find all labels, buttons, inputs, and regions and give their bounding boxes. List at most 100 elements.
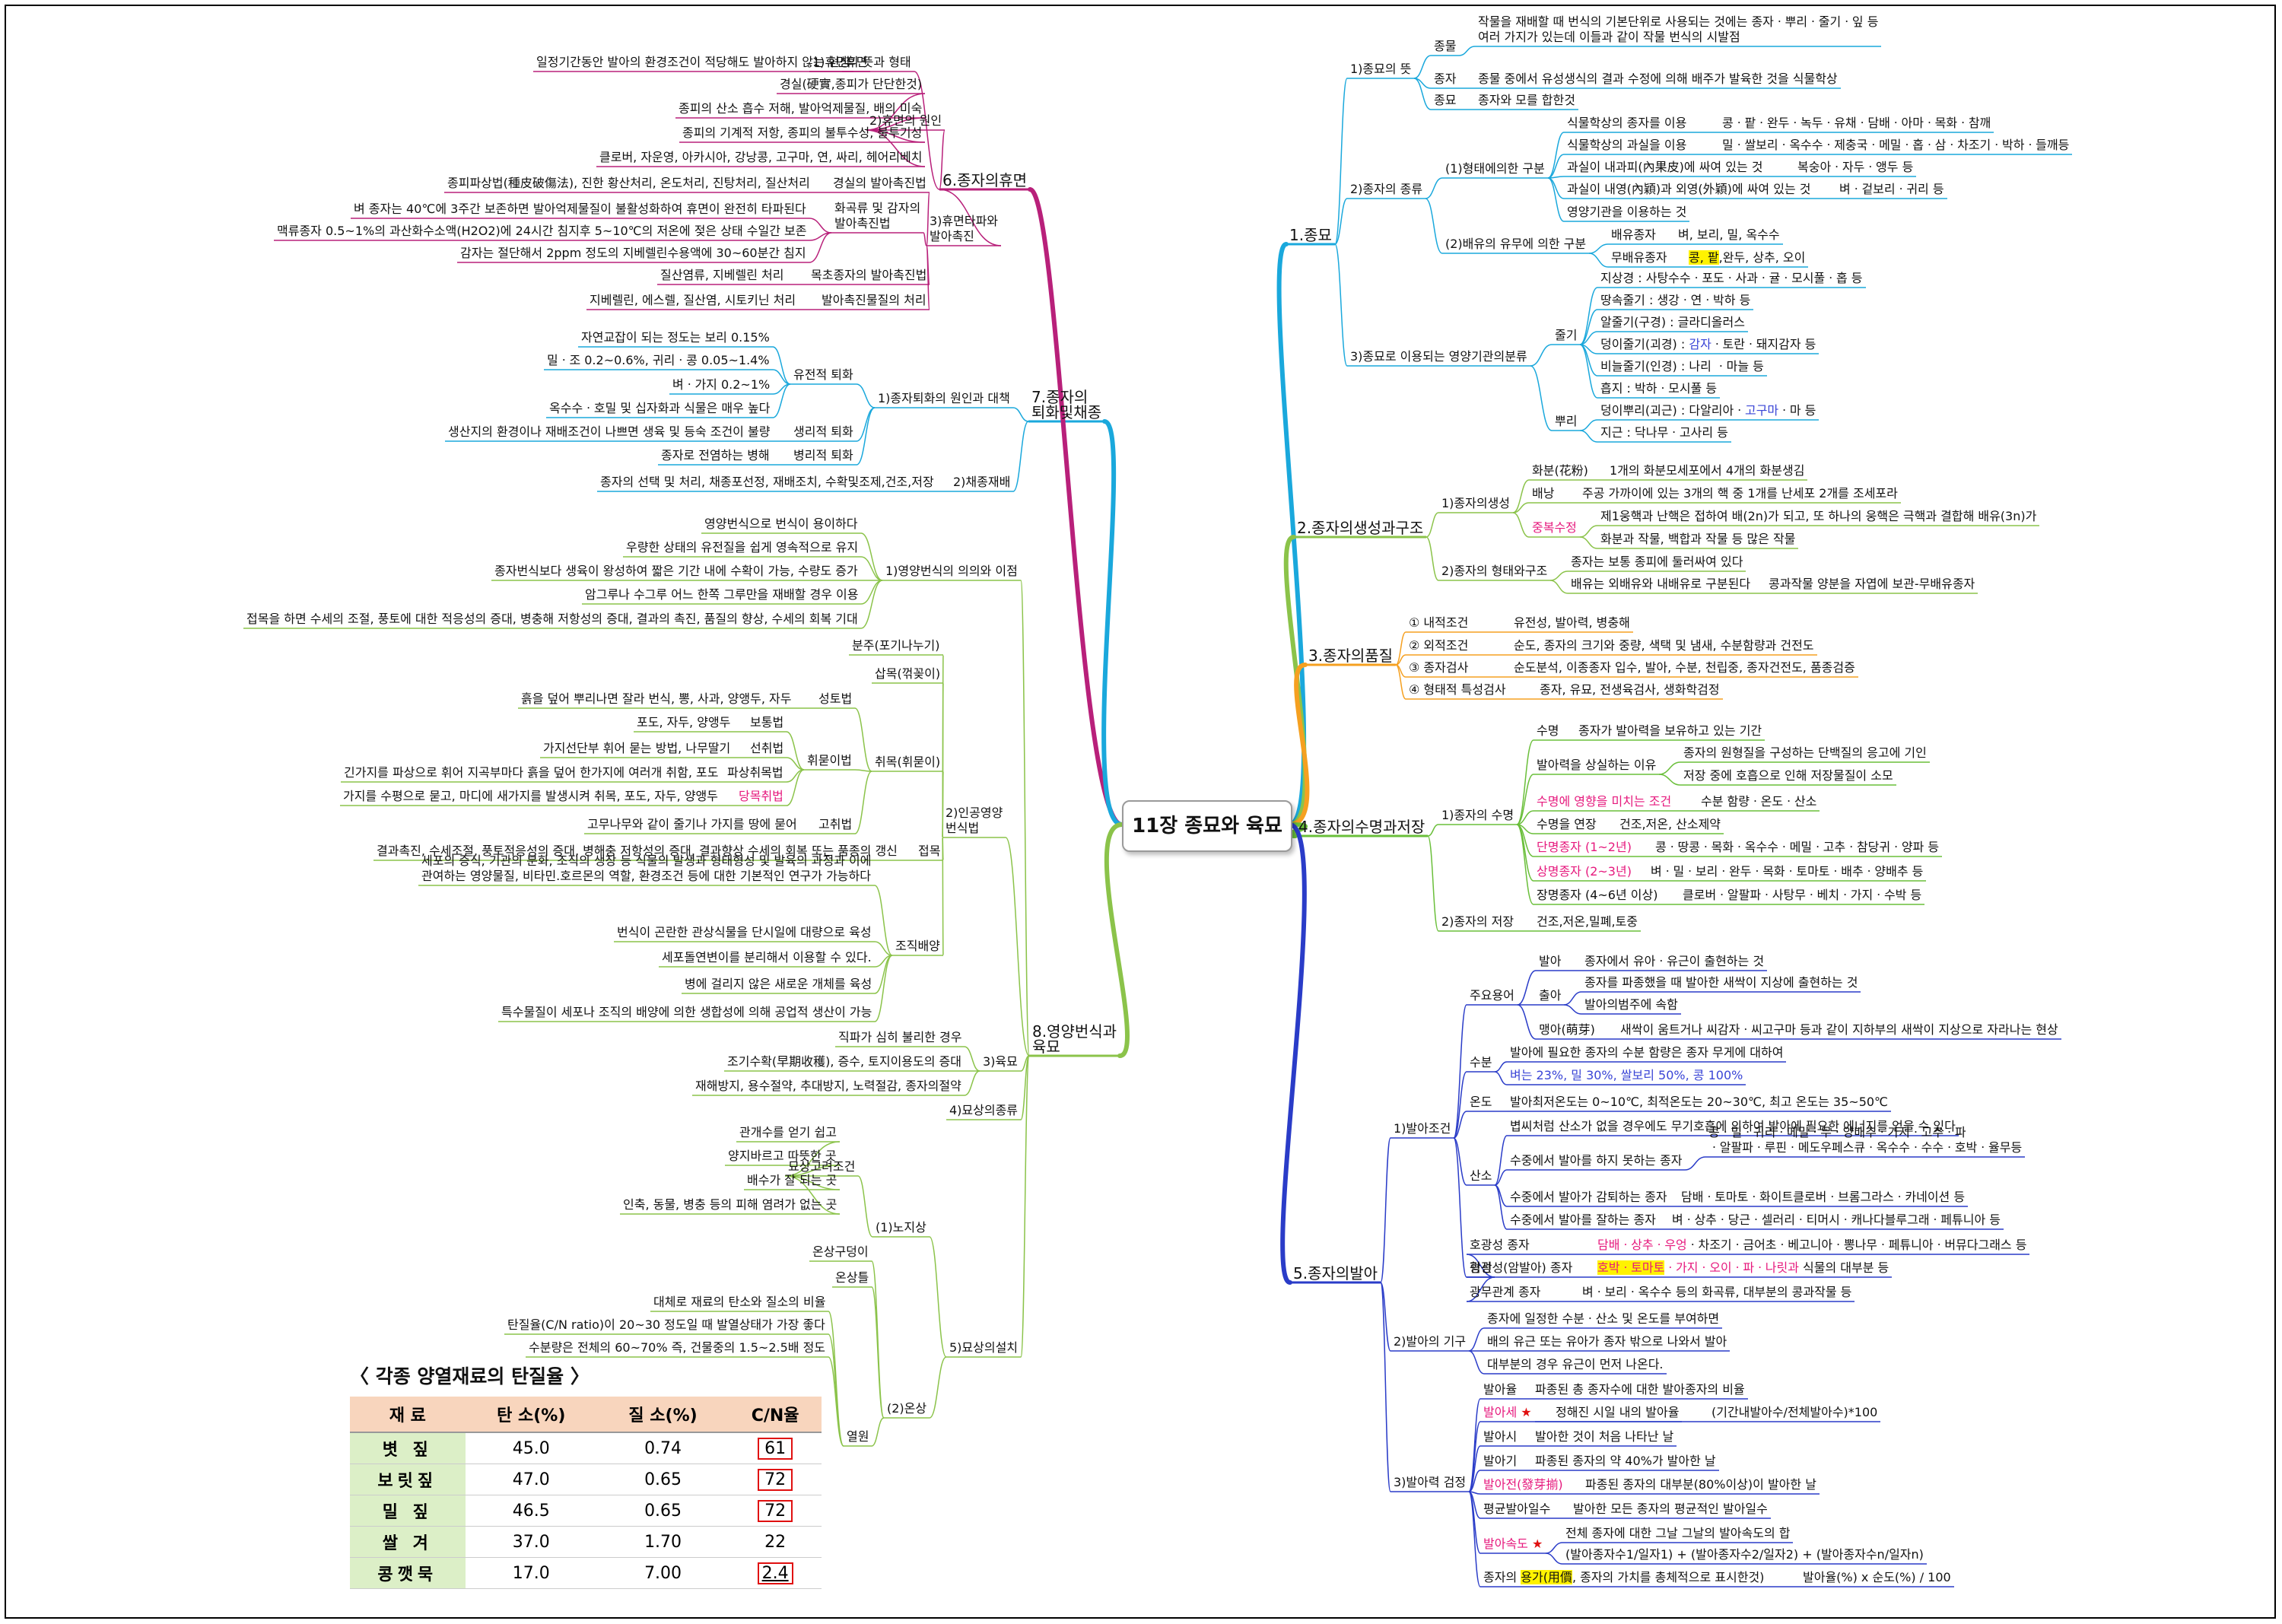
mind-map-node[interactable]: 고무나무와 같이 줄기나 가지를 땅에 묻어 [587,817,797,831]
mind-map-node[interactable]: 수중에서 발아를 잘하는 종자 [1510,1212,1656,1227]
mind-map-node[interactable]: 대체로 재료의 탄소와 질소의 비율 [653,1295,826,1309]
mind-map-node[interactable]: 가지선단부 휘어 묻는 방법, 나무딸기 [543,741,731,755]
mind-map-node[interactable]: (기간내발아수/전체발아수)*100 [1712,1405,1878,1419]
mind-map-node[interactable]: 5.종자의발아 [1293,1264,1378,1282]
mind-map-node[interactable]: ① 내적조건 [1409,615,1469,630]
mind-map-node[interactable]: 벼는 23%, 밀 30%, 쌀보리 50%, 콩 100% [1510,1068,1743,1082]
mind-map-node[interactable]: ④ 형태적 특성검사 [1409,682,1506,697]
mind-map-node[interactable]: 지상경 : 사탕수수ㆍ포도ㆍ사과ㆍ귤ㆍ모시풀ㆍ홉 등 [1600,271,1863,285]
mind-map-node[interactable]: 1)종묘의 뜻 [1350,62,1412,76]
mind-map-node[interactable]: 순도분석, 이종종자 입수, 발아, 수분, 천립중, 종자건전도, 품종검증 [1514,660,1855,675]
mind-map-node[interactable]: 종물 [1434,39,1457,53]
mind-map-node[interactable]: 벼 종자는 40℃에 3주간 보존하면 발아억제물질이 불활성화하여 휴면이 완… [354,202,806,216]
mind-map-node[interactable]: 새싹이 움트거나 씨감자ㆍ씨고구마 등과 같이 지하부의 새싹이 지상으로 자라… [1620,1022,2058,1037]
mind-map-node[interactable]: 단명종자 (1~2년) [1537,840,1632,854]
mind-map-node[interactable]: 평균발아일수 [1483,1502,1551,1516]
mind-map-node[interactable]: 산소 [1470,1168,1492,1183]
mind-map-node[interactable]: 발아시 [1483,1429,1518,1444]
mind-map-node[interactable]: 벼ㆍ겉보리ㆍ귀리 등 [1839,182,1944,196]
mind-map-node[interactable]: (1)노지상 [876,1220,926,1235]
mind-map-node[interactable]: 선취법 [750,741,784,755]
mind-map-node[interactable]: 광선 [1470,1260,1492,1275]
mind-map-node[interactable]: 발아세 ★ [1483,1405,1532,1419]
mind-map-node[interactable]: 호박ㆍ토마토ㆍ가지ㆍ오이ㆍ파ㆍ나릿과 식물의 대부분 등 [1597,1260,1889,1275]
mind-map-node[interactable]: 온상구덩이 [812,1244,869,1259]
mind-map-node[interactable]: 지베렐린, 에스렐, 질산염, 시토키닌 처리 [590,293,796,307]
mind-map-node[interactable]: 발아촉진물질의 처리 [822,293,926,307]
mind-map-node[interactable]: 벼ㆍ밀ㆍ보리ㆍ완두ㆍ목화ㆍ토마토ㆍ배추ㆍ양배추 등 [1651,864,1924,879]
mind-map-node[interactable]: 식물학상의 종자를 이용 [1567,116,1687,130]
mind-map-node[interactable]: 무배유종자 [1611,250,1667,265]
mind-map-node[interactable]: 대부분의 경우 유근이 먼저 나온다. [1487,1357,1664,1371]
mind-map-node[interactable]: 발아율 [1483,1382,1518,1397]
mind-map-node[interactable]: 분주(포기나누기) [852,638,940,653]
mind-map-node[interactable]: 종자, 유묘, 전생육검사, 생화학검정 [1540,682,1720,697]
mind-map-node[interactable]: 수명에 영향을 미치는 조건 [1537,794,1672,809]
mind-map-node[interactable]: 영양번식으로 번식이 용이하다 [704,516,858,531]
mind-map-node[interactable]: 발아기 [1483,1454,1518,1468]
mind-map-node[interactable]: 줄기 [1555,328,1578,342]
mind-map-node[interactable]: 세포돌연변이를 분리해서 이용할 수 있다. [662,950,872,965]
mind-map-node[interactable]: 당목취법 [739,789,783,803]
mind-map-node[interactable]: 종자번식보다 생육이 왕성하여 짧은 기간 내에 수확이 가능, 수량도 증가 [494,564,858,578]
mind-map-node[interactable]: 목초종자의 발아촉진법 [811,268,927,282]
mind-map-node[interactable]: 파종된 종자의 약 40%가 발아한 날 [1535,1454,1716,1468]
mind-map-node[interactable]: 수명 [1537,723,1559,738]
mind-map-node[interactable]: 콩ㆍ땅콩ㆍ목화ㆍ옥수수ㆍ메밀ㆍ고추ㆍ참당귀ㆍ양파 등 [1655,840,1940,854]
mind-map-node[interactable]: 1)발아조건 [1394,1121,1451,1136]
mind-map-node[interactable]: 수분 함량ㆍ온도ㆍ산소 [1701,794,1817,809]
mind-map-node[interactable]: 파상취목법 [727,765,783,780]
mind-map-node[interactable]: 2)종자의 종류 [1350,182,1423,196]
mind-map-node[interactable]: 발아속도 ★ [1483,1537,1543,1551]
mind-map-node[interactable]: 1)종자퇴화의 원인과 대책 [878,391,1010,405]
mind-map-node[interactable]: 수중에서 발아가 감퇴하는 종자 [1510,1190,1667,1204]
mind-map-node[interactable]: 옥수수ㆍ호밀 및 십자화과 식물은 매우 높다 [549,401,771,415]
mind-map-node[interactable]: 종자로 전염하는 병해 [661,448,770,462]
mind-map-node[interactable]: 휴면 [845,55,868,69]
mind-map-node[interactable]: 순도, 종자의 크기와 중량, 색택 및 냄새, 수분함량과 건전도 [1514,638,1814,653]
mind-map-node[interactable]: 종자에서 유아ㆍ유근이 출현하는 것 [1584,954,1765,968]
mind-map-node[interactable]: 고취법 [818,817,853,831]
mind-map-node[interactable]: 수분량은 전체의 60~70% 즉, 건물중의 1.5~2.5배 정도 [529,1340,826,1355]
mind-map-node[interactable]: 과실이 내영(內穎)과 외영(外穎)에 싸여 있는 것 [1567,182,1811,196]
mind-map-node[interactable]: 배수가 잘 되는 곳 [747,1173,837,1187]
mind-map-node[interactable]: 암그루나 수그루 어느 한쪽 그루만을 재배할 경우 이용 [585,587,859,602]
mind-map-node[interactable]: 종자가 발아력을 보유하고 있는 기간 [1578,723,1762,738]
mind-map-node[interactable]: 질산염류, 지베렐린 처리 [660,268,784,282]
mind-map-node[interactable]: 4)묘상의종류 [949,1103,1019,1117]
mind-map-node[interactable]: 휘묻이법 [807,753,852,768]
mind-map-node[interactable]: 양지바르고 따뜻한 곳 [728,1149,837,1163]
mind-map-node[interactable]: 종자의 선택 및 처리, 채종포선정, 재배조치, 수확및조제,건조,저장 [600,475,934,489]
mind-map-node[interactable]: 일정기간동안 발아의 환경조건이 적당해도 발아하지 않는 현상 [536,55,851,69]
mind-map-node[interactable]: 종자와 모를 합한것 [1478,93,1575,107]
mind-map-node[interactable]: 종피의 산소 흡수 저해, 발아억제물질, 배의 미숙 [679,101,923,116]
mind-map-node[interactable]: 6.종자의휴면 [942,171,1028,189]
mind-map-node[interactable]: 종피파상법(種皮破傷法), 진한 황산처리, 온도처리, 진탕처리, 질산처리 [447,176,810,190]
mind-map-node[interactable]: 종자의 용가(用價, 종자의 가치를 총체적으로 표시한것) [1483,1570,1765,1584]
mind-map-node[interactable]: 종묘 [1434,93,1457,107]
mind-map-node[interactable]: 배낭 [1532,486,1555,501]
mind-map-node[interactable]: 발아최저온도는 0~10℃, 최적온도는 20~30℃, 최고 온도는 35~5… [1510,1095,1889,1109]
mind-map-node[interactable]: 자연교잡이 되는 정도는 보리 0.15% [581,330,770,345]
mind-map-node[interactable]: 발아한 것이 처음 나타난 날 [1535,1429,1674,1444]
mind-map-node[interactable]: 복숭아ㆍ자두ㆍ앵두 등 [1797,160,1914,174]
mind-map-node[interactable]: 벼ㆍ상추ㆍ당근ㆍ셀러리ㆍ티머시ㆍ캐나다블루그래ㆍ페튜니아 등 [1672,1212,2001,1227]
mind-map-node[interactable]: 세포의 증식, 기관의 분화, 조직의 생장 등 식물의 발생과 형태형성 및 … [421,853,872,883]
mind-map-node[interactable]: 수명을 연장 [1537,817,1597,831]
mind-map-node[interactable]: 종자에 일정한 수분ㆍ산소 및 온도를 부여하면 [1487,1311,1720,1326]
mind-map-node[interactable]: 경실의 발아촉진법 [833,176,926,190]
mind-map-node[interactable]: 뿌리 [1555,414,1578,428]
mind-map-node[interactable]: 덩이줄기(괴경) : 감자ㆍ토란ㆍ돼지감자 등 [1600,337,1816,351]
mind-map-node[interactable]: 삽목(꺾꽂이) [875,666,941,681]
mind-map-node[interactable]: 성토법 [818,691,853,706]
mind-map-node[interactable]: 밀ㆍ조 0.2~0.6%, 귀리ㆍ콩 0.05~1.4% [547,353,770,367]
mind-map-node[interactable]: 파종된 총 종자수에 대한 발아종자의 비율 [1535,1382,1745,1397]
mind-map-node[interactable]: 맥류종자 0.5~1%의 과산화수소액(H2O2)에 24시간 침지후 5~10… [277,224,807,238]
mind-map-node[interactable]: 알줄기(구경) : 글라디올러스 [1600,315,1745,329]
mind-map-node[interactable]: 2.종자의생성과구조 [1297,519,1424,537]
mind-map-node[interactable]: 온도 [1470,1095,1492,1109]
mind-map-node[interactable]: 취목(휘묻이) [875,755,941,769]
